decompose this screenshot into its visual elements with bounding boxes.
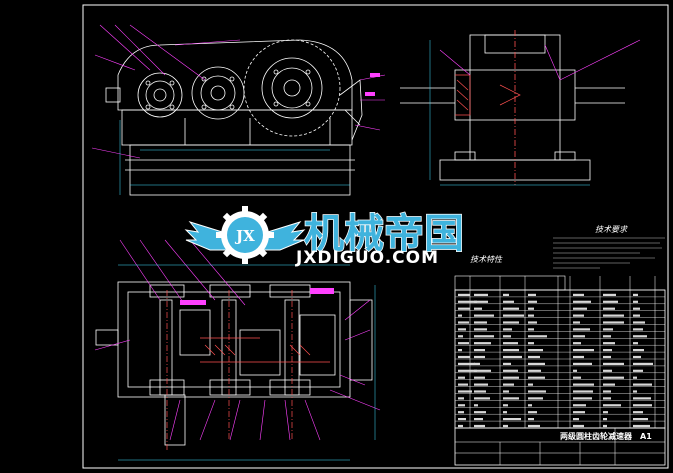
sheet-border: [82, 4, 669, 469]
watermark-logo: JX 机械帝国 JXDIGUO.COM: [184, 206, 465, 268]
watermark-title-cn: 机械帝国: [304, 211, 464, 257]
wing-left-icon: [184, 221, 233, 251]
gear-icon: JX: [216, 206, 274, 264]
sheet-size: A1: [640, 432, 652, 441]
watermark-site: JXDIGUO.COM: [295, 248, 439, 268]
front-view: [105, 39, 363, 196]
parts-table: 技术特性: [454, 255, 666, 429]
drawing-title: 两级圆柱齿轮减速器: [560, 431, 633, 441]
technical-notes: 技术要求: [553, 225, 665, 269]
title-block: 两级圆柱齿轮减速器 A1: [454, 427, 666, 466]
parts-table-heading: 技术特性: [470, 255, 503, 264]
notes-heading: 技术要求: [595, 225, 628, 234]
wing-right-icon: [257, 221, 306, 251]
side-view: [400, 30, 625, 185]
svg-text:JX: JX: [234, 227, 255, 245]
